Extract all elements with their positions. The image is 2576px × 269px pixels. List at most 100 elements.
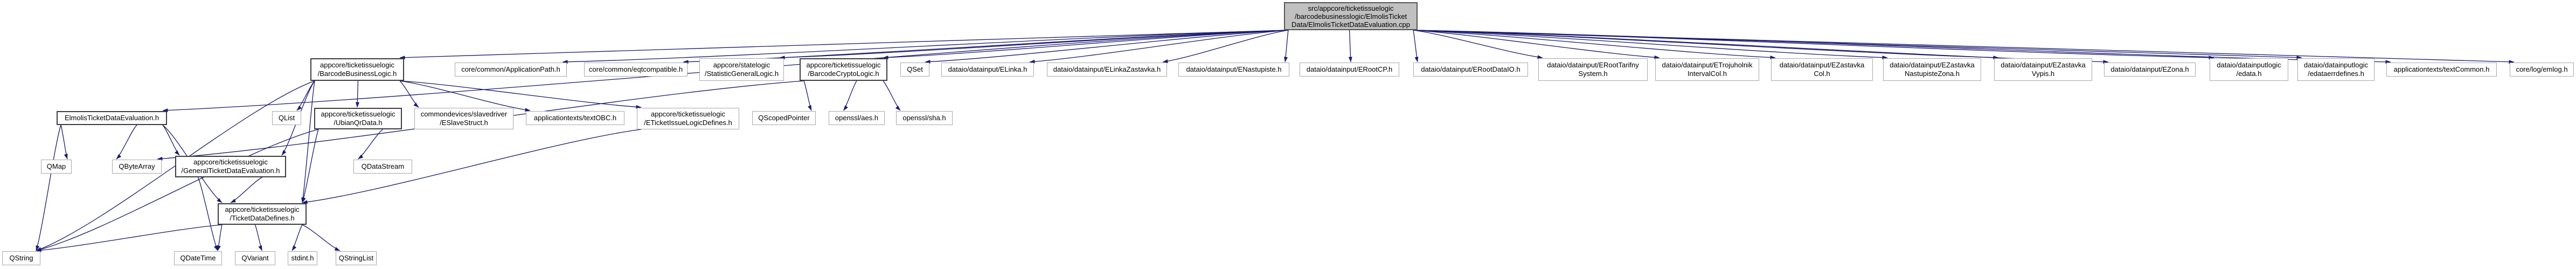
graph-node-edataerrdefines[interactable]: dataio/datainputlogic/edataerrdefines.h <box>2297 58 2374 81</box>
include-edge <box>1413 30 1660 59</box>
node-label: QList <box>278 114 295 122</box>
node-label: src/appcore/ticketissuelogic <box>1308 4 1394 12</box>
include-edge <box>1413 30 2214 60</box>
graph-node-stdint[interactable]: stdint.h <box>288 251 317 265</box>
graph-node-emlog[interactable]: core/log/emlog.h <box>2510 63 2574 77</box>
graph-node-erootdataio[interactable]: dataio/datainput/ERootDataIO.h <box>1413 63 1528 77</box>
graph-node-elinka[interactable]: dataio/datainput/ELinka.h <box>941 63 1034 77</box>
include-edge <box>301 80 315 203</box>
node-label: QStringList <box>338 254 374 262</box>
graph-node-eqtcompatible[interactable]: core/common/eqtcompatible.h <box>584 63 688 77</box>
include-edge <box>1413 30 1419 63</box>
node-label: appcore/ticketissuelogic <box>193 158 268 166</box>
node-label: appcore/ticketissuelogic <box>225 205 300 213</box>
graph-node-barcode-crypto-logic[interactable]: appcore/ticketissuelogic/BarcodeCryptoLo… <box>800 58 887 81</box>
node-label: appcore/ticketissuelogic <box>320 61 395 69</box>
graph-node-erootcp[interactable]: dataio/datainput/ERootCP.h <box>1300 63 1399 77</box>
include-edge <box>254 224 263 251</box>
graph-node-ubian-qr-data[interactable]: appcore/ticketissuelogic/UbianQrData.h <box>314 108 402 129</box>
graph-node-enastupiste[interactable]: dataio/datainput/ENastupiste.h <box>1178 63 1289 77</box>
include-edge <box>883 30 1289 60</box>
include-edge <box>36 129 319 252</box>
graph-node-qstringlist[interactable]: QStringList <box>336 251 377 265</box>
node-label: /TicketDataDefines.h <box>230 214 295 222</box>
node-label: /edataerrdefines.h <box>2308 70 2364 78</box>
graph-node-qstring[interactable]: QString <box>2 251 40 265</box>
node-label: /UbianQrData.h <box>334 119 383 127</box>
include-edge <box>197 177 218 251</box>
node-label: /BarcodeCryptoLogic.h <box>808 70 879 78</box>
graph-node-ticket-data-defines[interactable]: appcore/ticketissuelogic/TicketDataDefin… <box>218 203 307 225</box>
include-edge <box>562 30 1289 64</box>
graph-node-qlist[interactable]: QList <box>272 111 301 125</box>
graph-node-elmolis-ticket-data-evaluation-h[interactable]: ElmolisTicketDataEvaluation.h <box>57 111 167 125</box>
graph-node-qbytearray[interactable]: QByteArray <box>112 160 162 174</box>
graph-node-elinka-zastavka[interactable]: dataio/datainput/ELinkaZastavka.h <box>1047 63 1167 77</box>
graph-node-qset[interactable]: QSet <box>900 63 929 77</box>
include-edge <box>217 224 223 251</box>
node-label: System.h <box>1578 70 1608 78</box>
graph-node-qdatetime[interactable]: QDateTime <box>174 251 222 265</box>
node-label: dataio/datainputlogic <box>2217 61 2281 69</box>
node-label: /ESlaveStruct.h <box>440 119 488 127</box>
graph-node-openssl-aes[interactable]: openssl/aes.h <box>829 111 885 125</box>
graph-node-statistic-general-logic[interactable]: appcore/statelogic/StatisticGeneralLogic… <box>699 58 784 81</box>
node-label: applicationtexts/textOBC.h <box>533 114 617 122</box>
node-label: dataio/datainput/EZastavka <box>1779 61 1865 69</box>
graph-node-eslave-struct[interactable]: commondevices/slavedriver/ESlaveStruct.h <box>414 108 513 129</box>
node-label: QString <box>9 254 33 262</box>
node-label: Col.h <box>1814 70 1830 78</box>
node-label: QScopedPointer <box>758 114 810 122</box>
node-label: ElmolisTicketDataEvaluation.h <box>64 114 159 122</box>
include-edge <box>843 80 857 111</box>
node-label: /barcodebusinesslogic/ElmolisTicket <box>1294 12 1407 20</box>
node-label: dataio/datainput/ELinkaZastavka.h <box>1053 65 1161 73</box>
include-edge <box>230 177 262 203</box>
graph-node-eticket-issue-logic-defines[interactable]: appcore/ticketissuelogic/ETicketIssueLog… <box>637 108 739 129</box>
include-edge <box>116 125 137 160</box>
node-label: QMap <box>46 162 66 170</box>
include-edge <box>302 129 642 204</box>
graph-node-qdatastream[interactable]: QDataStream <box>353 160 412 174</box>
include-edge <box>355 80 359 108</box>
graph-node-root[interactable]: src/appcore/ticketissuelogic/barcodebusi… <box>1284 2 1418 30</box>
graph-node-qvariant[interactable]: QVariant <box>235 251 275 265</box>
graph-node-text-obc[interactable]: applicationtexts/textOBC.h <box>526 111 624 125</box>
node-label: dataio/datainputlogic <box>2303 61 2369 69</box>
graph-node-barcode-business-logic[interactable]: appcore/ticketissuelogic/BarcodeBusiness… <box>310 58 404 81</box>
node-label: dataio/datainput/ERootTarifny <box>1547 61 1639 69</box>
node-label: openssl/sha.h <box>902 114 946 122</box>
graph-node-ezona[interactable]: dataio/datainput/EZona.h <box>2104 63 2196 77</box>
graph-node-application-path[interactable]: core/common/ApplicationPath.h <box>455 63 567 77</box>
node-label: appcore/ticketissuelogic <box>806 61 881 69</box>
include-edge <box>358 129 383 160</box>
graph-node-qscoped-pointer[interactable]: QScopedPointer <box>752 111 816 125</box>
node-label: openssl/aes.h <box>835 114 879 122</box>
node-label: dataio/datainput/EZastavka <box>2001 61 2086 69</box>
graph-node-general-ticket-data-evaluation[interactable]: appcore/ticketissuelogic/GeneralTicketDa… <box>175 156 286 177</box>
graph-node-openssl-sha[interactable]: openssl/sha.h <box>896 111 953 125</box>
graph-node-qmap[interactable]: QMap <box>41 160 72 174</box>
include-edge <box>1413 30 2515 64</box>
node-label: dataio/datainput/EZona.h <box>2110 65 2189 73</box>
include-edge <box>291 224 303 251</box>
node-label: QSet <box>907 65 923 73</box>
node-label: appcore/ticketissuelogic <box>650 110 726 118</box>
graph-node-text-common[interactable]: applicationtexts/textCommon.h <box>2386 63 2497 77</box>
include-edge <box>1348 30 1352 63</box>
include-edge <box>1413 30 1543 59</box>
graph-node-edata[interactable]: dataio/datainputlogic/edata.h <box>2210 58 2288 81</box>
node-label: stdint.h <box>291 254 314 262</box>
include-edge <box>779 30 1289 60</box>
include-edge <box>302 129 319 203</box>
node-label: QDataStream <box>361 162 405 170</box>
node-label: dataio/datainput/ERootCP.h <box>1306 65 1393 73</box>
include-edge <box>399 80 531 112</box>
include-edge <box>1162 30 1289 64</box>
include-edge <box>399 80 642 109</box>
